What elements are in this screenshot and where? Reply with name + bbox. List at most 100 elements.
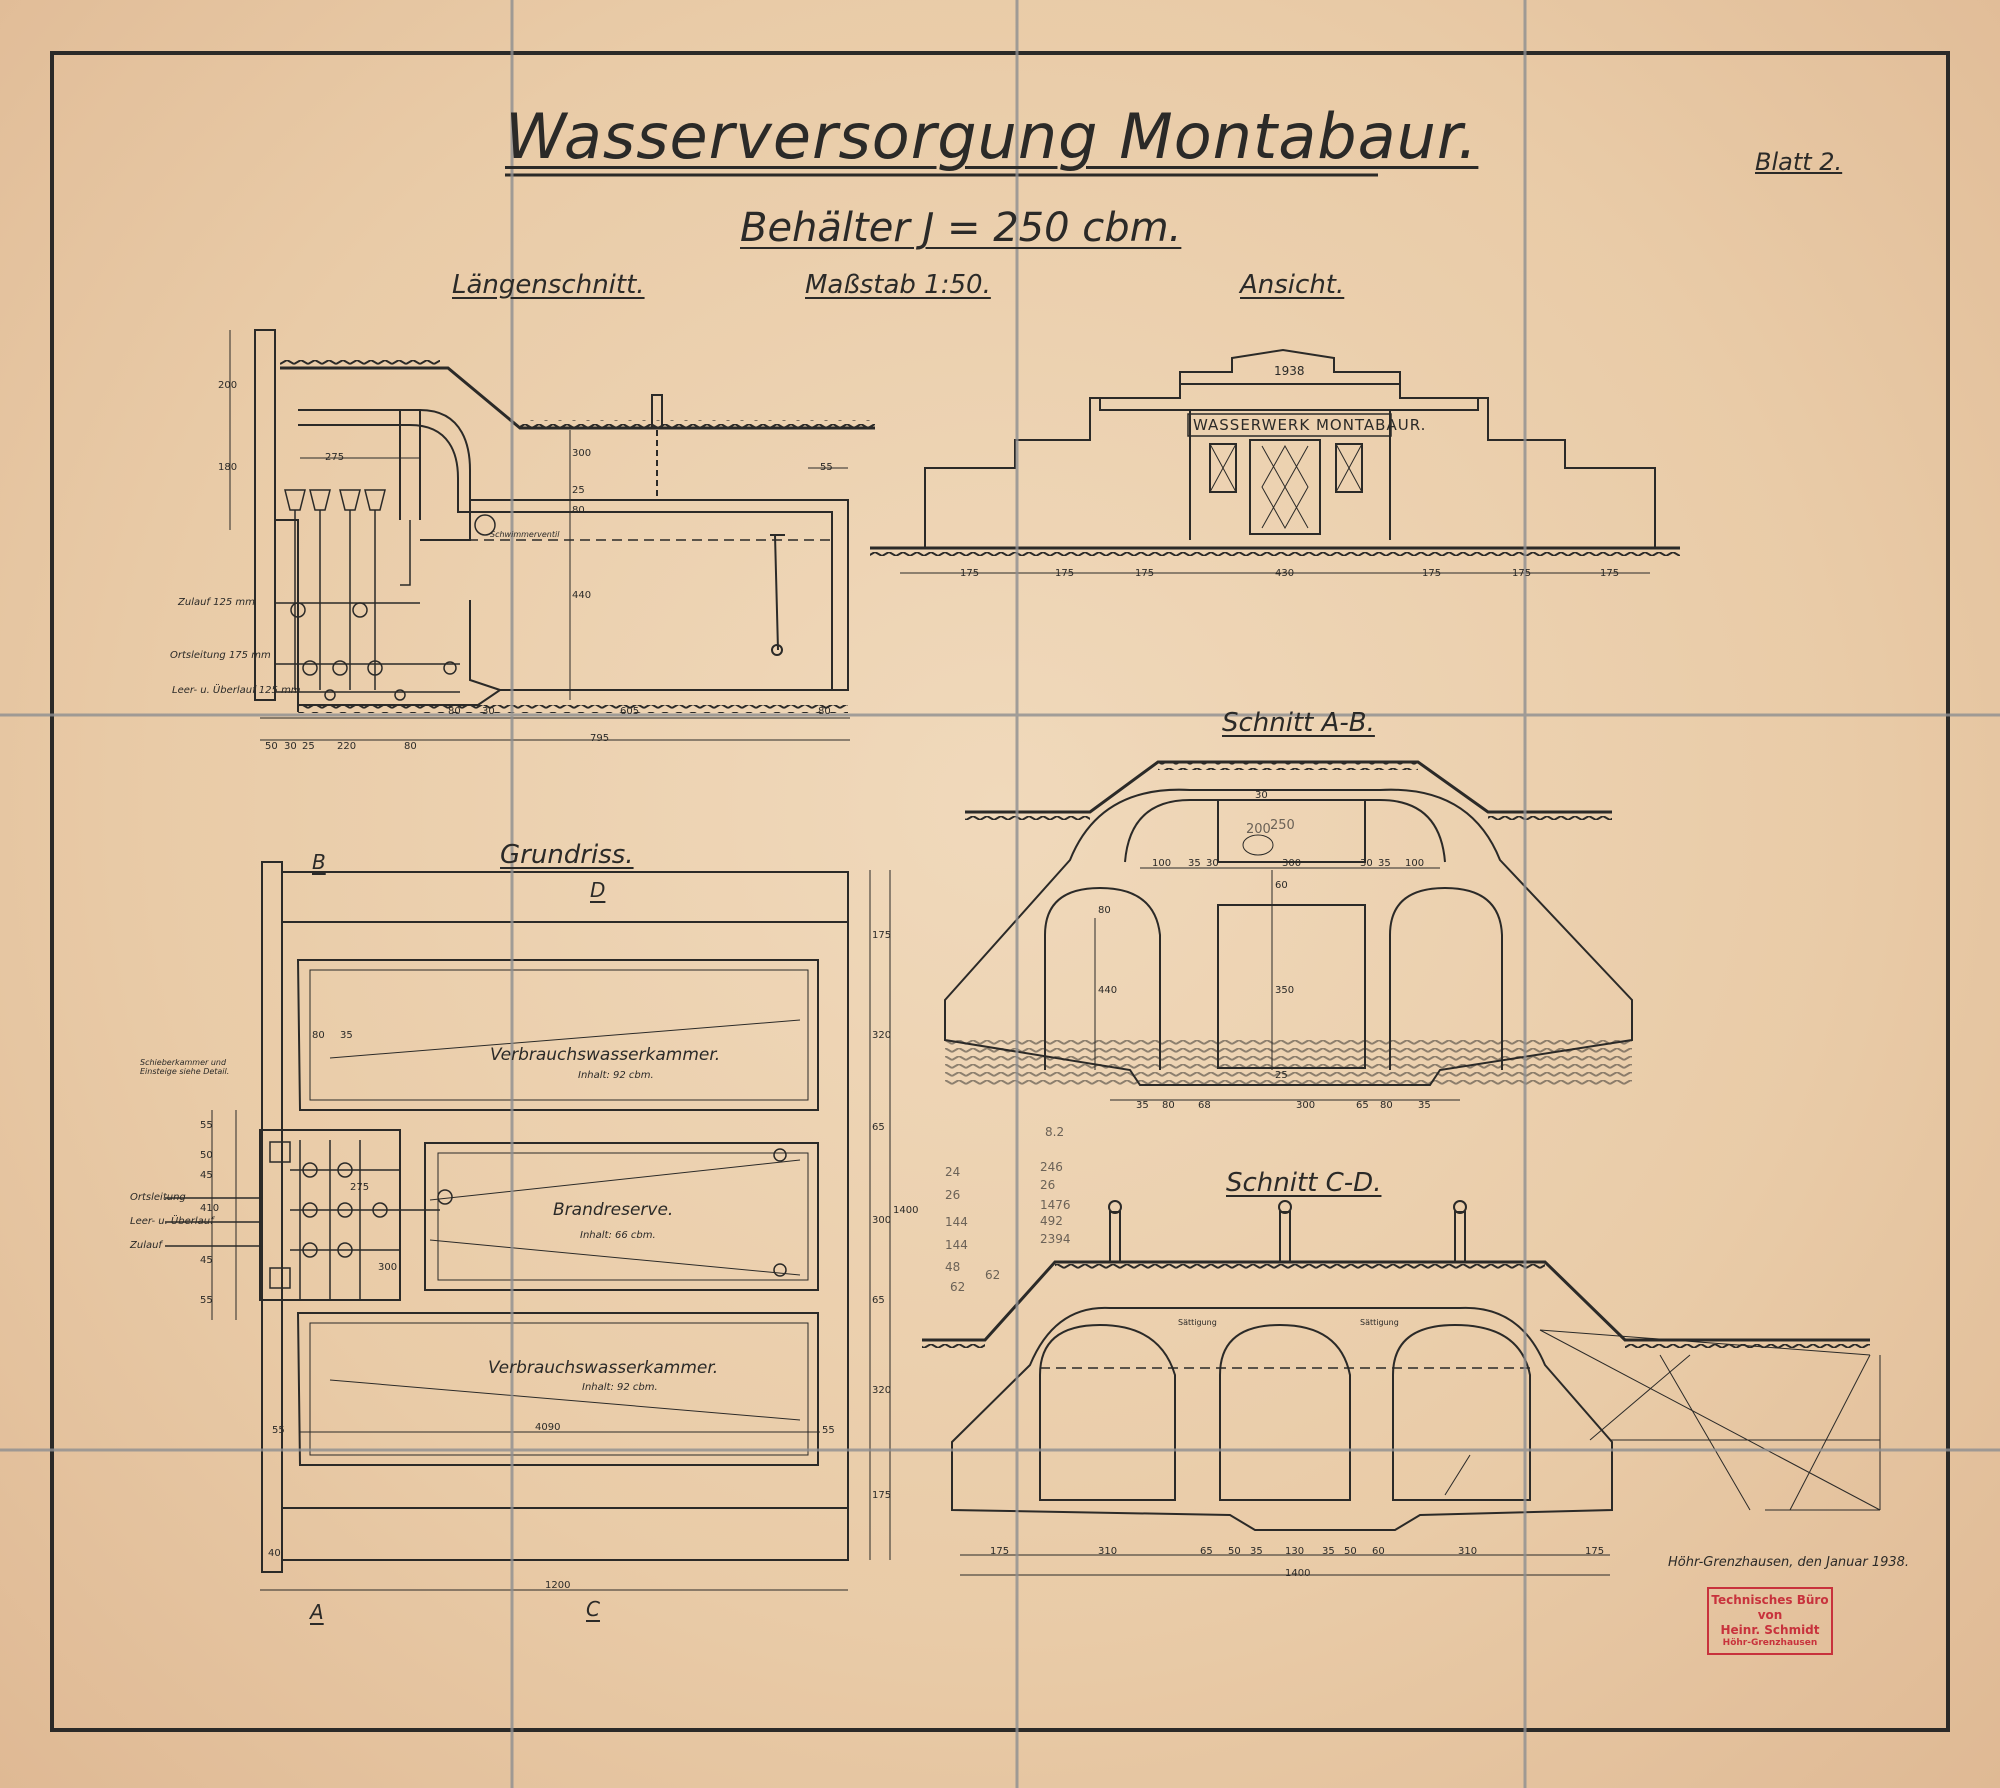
dim: 45: [200, 1170, 213, 1181]
dim: 35: [1418, 1100, 1431, 1111]
dim: 45: [200, 1255, 213, 1266]
section-cd: [922, 1200, 1881, 1576]
pipe-label: Zulauf 125 mm: [178, 597, 255, 608]
stamp-line: Technisches Büro: [1711, 1593, 1829, 1607]
label-section-cd: Schnitt C-D.: [1226, 1168, 1382, 1198]
dim: 310: [1098, 1546, 1118, 1557]
dim: 1200: [545, 1580, 571, 1591]
dim: 55: [272, 1425, 285, 1436]
dim: 175: [1055, 568, 1075, 579]
dim: 80: [572, 505, 585, 516]
dim: 25: [572, 485, 585, 496]
dim: 55: [820, 462, 833, 473]
dim: 310: [1458, 1546, 1478, 1557]
schieber-note: Schieberkammer und Einsteige siehe Detai…: [140, 1058, 230, 1076]
dim: 35: [340, 1030, 353, 1041]
dim: 80: [818, 706, 831, 717]
dim: 320: [872, 1030, 892, 1041]
dim: 300: [378, 1262, 398, 1273]
dim: 65: [1356, 1100, 1369, 1111]
dim: 175: [1585, 1546, 1605, 1557]
room-content: Inhalt: 66 cbm.: [580, 1230, 656, 1241]
pencil-note: 24: [945, 1165, 961, 1179]
pipe-label: Leer- u. Überlauf: [130, 1216, 214, 1227]
dim: 180: [218, 462, 238, 473]
facade-sign: WASSERWERK MONTABAUR.: [1193, 416, 1427, 434]
section-mark-a: A: [310, 1600, 324, 1624]
dim: 35: [1378, 858, 1391, 869]
dim: 300: [572, 448, 592, 459]
pipe-label: Zulauf: [130, 1240, 162, 1251]
label-section-ab: Schnitt A-B.: [1222, 708, 1375, 738]
pencil-note: 26: [945, 1188, 961, 1202]
stamp-line: von: [1757, 1608, 1783, 1622]
dim: 430: [1275, 568, 1295, 579]
dim: 100: [1405, 858, 1425, 869]
pipe-label: Leer- u. Überlauf 125 mm: [172, 685, 301, 696]
dim: 25: [302, 741, 315, 752]
sheet-number: Blatt 2.: [1755, 148, 1843, 176]
dim: 30: [1255, 790, 1268, 801]
dim: 410: [200, 1203, 220, 1214]
dim: 25: [1275, 1070, 1288, 1081]
dim: 30: [284, 741, 297, 752]
pencil-note: 48: [945, 1260, 961, 1274]
dim: 60: [1372, 1546, 1385, 1557]
dim: 440: [1098, 985, 1118, 996]
dim: 40: [268, 1548, 281, 1559]
pencil-note: 492: [1040, 1214, 1063, 1228]
dim: 220: [337, 741, 357, 752]
dim: 50: [1344, 1546, 1357, 1557]
dim: 68: [1198, 1100, 1211, 1111]
dim: 175: [1135, 568, 1155, 579]
dim: 55: [822, 1425, 835, 1436]
dim: 80: [312, 1030, 325, 1041]
pencil-note: 144: [945, 1215, 968, 1229]
room-name: Verbrauchswasserkammer.: [490, 1045, 721, 1065]
pencil-note: 246: [1040, 1160, 1063, 1174]
long-section: [229, 329, 875, 741]
dim: 80: [448, 706, 461, 717]
label-long-section: Längenschnitt.: [452, 270, 645, 300]
pencil-note: 2394: [1040, 1232, 1071, 1246]
dim: 35: [1250, 1546, 1263, 1557]
dim: 65: [872, 1295, 885, 1306]
dim: 30: [1206, 858, 1219, 869]
dim: 80: [404, 741, 417, 752]
date-line: Höhr-Grenzhausen, den Januar 1938.: [1668, 1555, 1910, 1570]
dim: 175: [990, 1546, 1010, 1557]
pipe-label: Schwimmerventil: [490, 530, 560, 539]
dim: 440: [572, 590, 592, 601]
scale-label: Maßstab 1:50.: [805, 270, 991, 300]
dim: 80: [1162, 1100, 1175, 1111]
section-mark-d: D: [590, 878, 606, 902]
dim: 200: [218, 380, 238, 391]
dim: 1400: [1285, 1568, 1311, 1579]
dim: 100: [1152, 858, 1172, 869]
section-mark-c: C: [586, 1597, 600, 1621]
sheet-border: [50, 51, 1950, 1732]
dim: 80: [1380, 1100, 1393, 1111]
stamp-line: Heinr. Schmidt: [1720, 1623, 1820, 1637]
dim: 65: [872, 1122, 885, 1133]
dim: 275: [350, 1182, 370, 1193]
dim: 1400: [893, 1205, 919, 1216]
room-content: Inhalt: 92 cbm.: [582, 1382, 658, 1393]
dim: 65: [1200, 1546, 1213, 1557]
pencil-note: 8.2: [1045, 1125, 1065, 1139]
stamp-line: Höhr-Grenzhausen: [1722, 1638, 1818, 1648]
dim: 175: [1600, 568, 1620, 579]
dim: 175: [1422, 568, 1442, 579]
dim: 30: [1360, 858, 1373, 869]
dim: 55: [200, 1120, 213, 1131]
label-plan: Grundriss.: [500, 840, 634, 870]
dim: 175: [960, 568, 980, 579]
dim: 300: [1282, 858, 1302, 869]
dim: 175: [872, 930, 892, 941]
drawing-subtitle: Behälter J = 250 cbm.: [740, 205, 1182, 251]
pencil-note: 62: [985, 1268, 1001, 1282]
dim: 175: [872, 1490, 892, 1501]
dim: 50: [200, 1150, 213, 1161]
